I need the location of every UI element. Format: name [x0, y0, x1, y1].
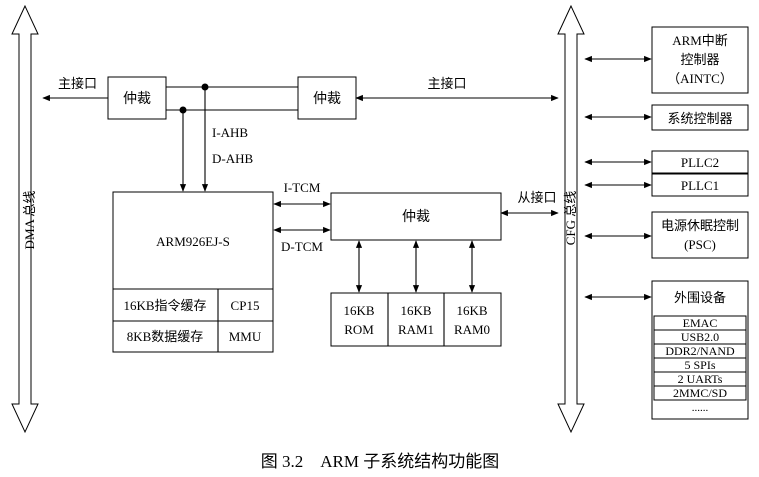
- peripherals-list: EMAC USB2.0 DDR2/NAND 5 SPIs 2 UARTs 2MM…: [653, 315, 747, 414]
- rom-size: 16KB: [343, 303, 374, 318]
- periph-item: ......: [692, 402, 709, 414]
- periph-item: USB2.0: [681, 330, 719, 344]
- aintc-box: [651, 26, 749, 94]
- periph-item: 2MMC/SD: [673, 386, 727, 400]
- cpu-name: ARM926EJ-S: [156, 234, 230, 249]
- arbiter-left-label: 仲裁: [123, 91, 151, 107]
- peripherals-title: 外围设备: [674, 290, 726, 305]
- master-port-right-label: 主接口: [427, 76, 466, 91]
- psc-line1: 电源休眠控制: [661, 218, 739, 233]
- ram0-name: RAM0: [454, 322, 490, 337]
- aintc-line2: 控制器: [680, 52, 719, 67]
- psc-box: [651, 211, 749, 259]
- memory-block: [330, 292, 502, 347]
- psc-line2: (PSC): [684, 237, 716, 252]
- pllc2-label: PLLC2: [681, 155, 719, 170]
- cp15-label: CP15: [231, 298, 260, 313]
- dma-bus: [11, 4, 39, 434]
- sysctrl-box: [651, 104, 749, 131]
- d-tcm-label: D-TCM: [281, 239, 323, 254]
- arbiter-tcm-label: 仲裁: [402, 209, 430, 225]
- aintc-line3: （AINTC）: [667, 71, 733, 86]
- cfg-bus-label: CFG 总线: [563, 191, 578, 246]
- icache-label: 16KB指令缓存: [123, 298, 206, 313]
- arm926-cpu-block: [112, 191, 274, 353]
- pllc1-label: PLLC1: [681, 178, 719, 193]
- i-tcm-label: I-TCM: [284, 180, 321, 195]
- d-ahb-label: D-AHB: [212, 151, 253, 166]
- ram1-name: RAM1: [398, 322, 434, 337]
- cfg-bus: [557, 4, 585, 434]
- i-ahb-label: I-AHB: [212, 125, 248, 140]
- ram1-size: 16KB: [400, 303, 431, 318]
- periph-item: EMAC: [683, 316, 718, 330]
- pllc2-box: [651, 150, 749, 174]
- pllc1-box: [651, 173, 749, 197]
- mmu-label: MMU: [229, 329, 262, 344]
- aintc-line1: ARM中断: [672, 33, 728, 48]
- periph-item: DDR2/NAND: [665, 344, 735, 358]
- dma-bus-label: DMA 总线: [22, 191, 37, 250]
- slave-port-label: 从接口: [517, 190, 556, 205]
- arbiter-mid: [297, 76, 357, 120]
- master-port-left-label: 主接口: [58, 76, 97, 91]
- figure-caption: 图 3.2 ARM 子系统结构功能图: [261, 452, 499, 471]
- sysctrl-label: 系统控制器: [667, 111, 732, 126]
- ram0-size: 16KB: [456, 303, 487, 318]
- periph-item: 2 UARTs: [678, 372, 723, 386]
- arbiter-left: [107, 76, 167, 120]
- periph-item: 5 SPIs: [684, 358, 715, 372]
- dcache-label: 8KB数据缓存: [127, 329, 204, 344]
- rom-name: ROM: [344, 322, 374, 337]
- arbiter-mid-label: 仲裁: [313, 91, 341, 107]
- arbiter-tcm: [330, 192, 502, 241]
- periph-item-frame: [653, 385, 747, 401]
